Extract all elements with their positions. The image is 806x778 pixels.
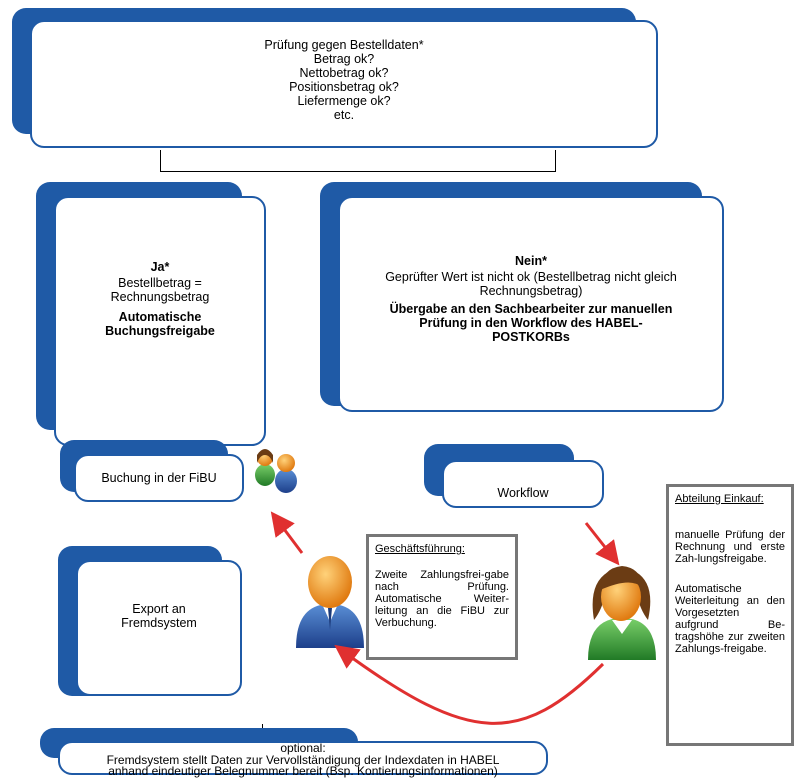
- ja-box: Ja* Bestellbetrag = Rechnungsbetrag Auto…: [54, 196, 266, 446]
- einkauf-note: Abteilung Einkauf: manuelle Prüfung der …: [666, 484, 794, 746]
- export-box: Export an Fremdsystem: [76, 560, 242, 696]
- einkauf-note-text-1: manuelle Prüfung der Rechnung und erste …: [675, 529, 785, 565]
- optional-line-3: anhand eindeutiger Belegnummer bereit (B…: [108, 764, 498, 778]
- top-line-5: etc.: [333, 108, 355, 122]
- nein-bold-2: Prüfung in den Workflow des HABEL-: [419, 316, 643, 330]
- ja-bold-2: Buchungsfreigabe: [105, 324, 215, 338]
- top-line-4: Liefermenge ok?: [297, 94, 391, 108]
- male-user-icon: [296, 556, 364, 648]
- top-line-1: Betrag ok?: [313, 52, 375, 66]
- connector-top: [160, 150, 161, 172]
- nein-bold-3: POSTKORBs: [492, 330, 570, 344]
- gf-note-text: Zweite Zahlungsfrei-gabe nach Prüfung. A…: [375, 569, 509, 629]
- arrow-to-buchung: [270, 511, 304, 554]
- einkauf-note-heading: Abteilung Einkauf:: [675, 493, 764, 505]
- arrow-to-einkauf: [584, 522, 620, 566]
- top-line-2: Nettobetrag ok?: [299, 66, 389, 80]
- female-user-icon: [588, 566, 656, 660]
- top-title: Prüfung gegen Bestelldaten*: [264, 38, 424, 52]
- optional-box: optional: Fremdsystem stellt Daten zur V…: [58, 741, 548, 778]
- connector-horizontal: [160, 171, 556, 172]
- user-group-icon: [255, 449, 297, 493]
- nein-text-1: Geprüfter Wert ist nicht ok (Bestellbetr…: [385, 270, 677, 284]
- export-line-2: Fremdsystem: [121, 616, 197, 630]
- nein-bold-1: Übergabe an den Sachbearbeiter zur manue…: [389, 302, 673, 316]
- nein-box: Nein* Geprüfter Wert ist nicht ok (Beste…: [338, 196, 724, 412]
- ja-bold-1: Automatische: [118, 310, 202, 324]
- workflow-box: Workflow: [442, 460, 604, 508]
- top-box: Prüfung gegen Bestelldaten* Betrag ok? N…: [30, 20, 658, 148]
- optional-line-1: optional:: [280, 741, 326, 755]
- nein-heading: Nein*: [515, 254, 547, 268]
- nein-text-2: Rechnungsbetrag): [479, 284, 583, 298]
- ja-text-2: Rechnungsbetrag: [110, 290, 210, 304]
- gf-note: Geschäftsführung: Zweite Zahlungsfrei-ga…: [366, 534, 518, 660]
- ja-heading: Ja*: [150, 260, 170, 274]
- buchung-label: Buchung in der FiBU: [101, 471, 217, 485]
- ja-text-1: Bestellbetrag =: [118, 276, 202, 290]
- buchung-box: Buchung in der FiBU: [74, 454, 244, 502]
- einkauf-note-text-2: Automatische Weiterleitung an den Vorges…: [675, 583, 785, 655]
- export-line-1: Export an: [132, 602, 186, 616]
- workflow-label: Workflow: [497, 486, 549, 500]
- gf-note-heading: Geschäftsführung:: [375, 543, 465, 555]
- arrow-to-gf: [334, 644, 605, 725]
- optional-line-2: Fremdsystem stellt Daten zur Vervollstän…: [106, 752, 500, 767]
- connector-right: [555, 150, 556, 172]
- top-line-3: Positionsbetrag ok?: [289, 80, 399, 94]
